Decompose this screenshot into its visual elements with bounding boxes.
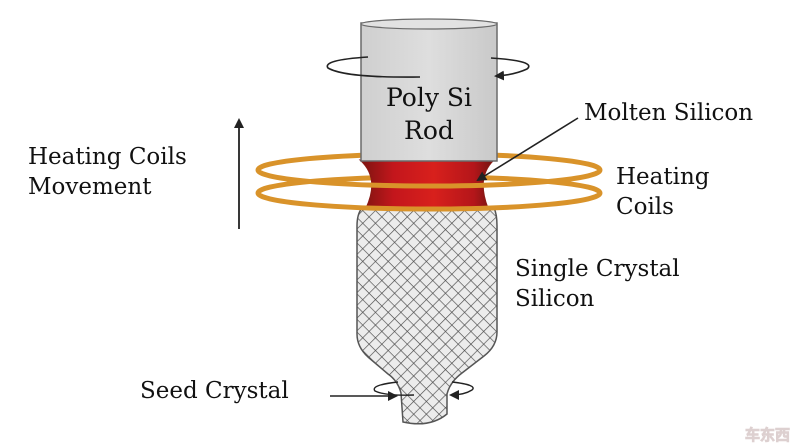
heating-coils-label-line1: Heating bbox=[616, 164, 710, 190]
seed-rotation-arrow bbox=[373, 381, 474, 400]
molten-leader-line bbox=[476, 117, 579, 182]
molten-silicon-label: Molten Silicon bbox=[584, 100, 753, 126]
poly-si-rod bbox=[360, 18, 498, 162]
watermark: 车东西 bbox=[745, 426, 790, 444]
heating-coils-front bbox=[255, 169, 603, 212]
rod-label-line2: Rod bbox=[404, 116, 454, 145]
heating-coils-label-line2: Coils bbox=[616, 194, 674, 220]
seed-crystal-label: Seed Crystal bbox=[140, 378, 289, 404]
single-crystal-label-line1: Single Crystal bbox=[515, 256, 680, 282]
single-crystal-label-line2: Silicon bbox=[515, 286, 595, 312]
movement-label-line2: Movement bbox=[28, 174, 152, 200]
rod-rotation-arrow bbox=[326, 56, 530, 81]
rod-label-line1: Poly Si bbox=[386, 83, 472, 112]
single-crystal-body bbox=[356, 207, 498, 425]
movement-label-line1: Heating Coils bbox=[28, 144, 187, 170]
